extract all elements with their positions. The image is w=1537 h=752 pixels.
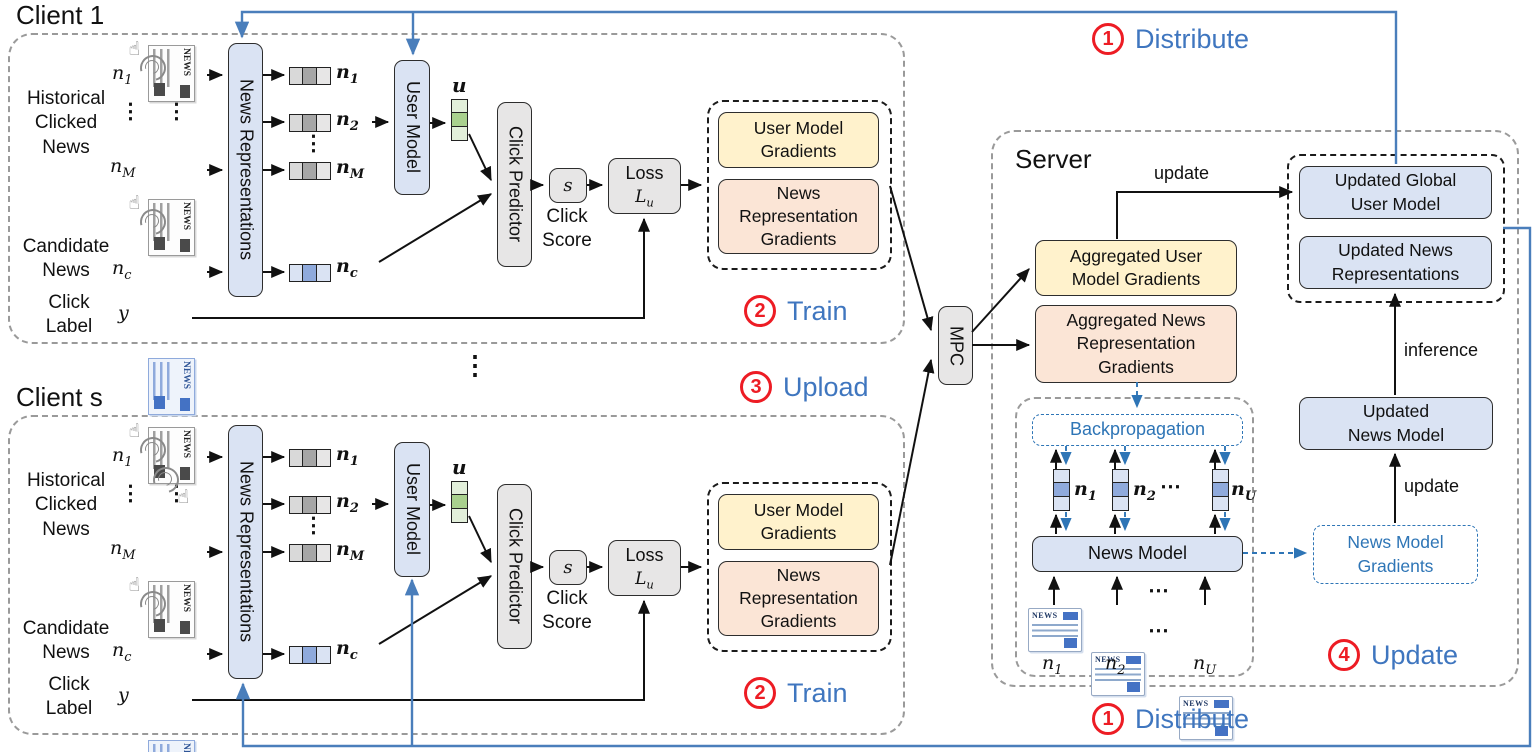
aggregated-news-representation-gradients-box: Aggregated News Representation Gradients (1035, 305, 1237, 383)
y-label: y (118, 302, 129, 324)
news-vector (288, 496, 332, 514)
u-label: u (452, 73, 467, 97)
clicked-news-icon: NEWS ☝ (128, 574, 195, 638)
u-label: u (452, 455, 467, 479)
arrow-ellipsis: ⋯ (1148, 579, 1170, 602)
y-label: y (118, 684, 129, 706)
n2-vector-label: n2 (336, 490, 359, 516)
click-predictor-box: Click Predictor (497, 484, 532, 649)
score-box: s (549, 168, 587, 203)
news-vector (288, 114, 332, 132)
news-banner-text: NEWS (181, 48, 191, 76)
inference-edge-label: inference (1404, 340, 1479, 360)
nc-input-label: nc (112, 639, 132, 665)
n2-vector-label: n2 (336, 108, 359, 134)
client-s-title: Client s (16, 382, 103, 412)
click-predictor-box: Click Predictor (497, 102, 532, 267)
historical-ellipsis: ⋮ (120, 482, 142, 505)
n2-icon-label: n2 (1105, 652, 1126, 678)
user-model-box: User Model (394, 442, 430, 577)
score-box: s (549, 550, 587, 585)
candidate-vector (288, 264, 332, 282)
news-icon: NEWS (1028, 608, 1082, 652)
nM-input-label: nM (110, 537, 136, 563)
loss-box: Loss Lu (608, 158, 681, 214)
mpc-box: MPC (938, 306, 973, 385)
n1-vector-label: n1 (1074, 478, 1097, 504)
update-news-edge-label: update (1404, 476, 1460, 496)
news-model-box: News Model (1032, 536, 1243, 572)
n1-icon-label: n1 (1042, 652, 1063, 678)
news-vector (288, 162, 332, 180)
backpropagation-box: Backpropagation (1032, 414, 1243, 446)
candidate-news-icon: NEWS (148, 740, 195, 752)
user-vector (451, 480, 468, 524)
nM-vector-label: nM (336, 156, 365, 182)
news-vector (1112, 468, 1129, 512)
nc-vector-label: nc (336, 255, 358, 281)
nM-vector-label: nM (336, 538, 365, 564)
loss-box: Loss Lu (608, 540, 681, 596)
vector-ellipsis: ⋮ (303, 132, 325, 155)
n1-input-label: n1 (112, 62, 133, 88)
n1-input-label: n1 (112, 444, 133, 470)
n2-vector-label: n2 (1133, 478, 1156, 504)
vector-ellipsis: ⋯ (1160, 475, 1182, 498)
news-banner-text: NEWS (1032, 611, 1058, 620)
nU-vector-label: nU (1231, 478, 1257, 504)
nc-vector-label: nc (336, 637, 358, 663)
news-vector (288, 67, 332, 85)
clients-ellipsis: ⋮ (462, 350, 489, 380)
news-vector (1212, 468, 1229, 512)
news-representations-box: News Representations (228, 425, 263, 679)
icon-ellipsis: ⋯ (1148, 619, 1170, 642)
nM-input-label: nM (110, 155, 136, 181)
client1-title: Client 1 (16, 0, 105, 30)
news-vector (288, 544, 332, 562)
clicked-news-icon: NEWS ☝ (128, 192, 195, 256)
news-representation-gradients-box: News Representation Gradients (718, 561, 879, 636)
clicked-news-icon: NEWS ☝ (128, 38, 195, 102)
user-model-box: User Model (394, 60, 430, 195)
candidate-news-icon: NEWS (148, 358, 195, 415)
historical-ellipsis: ⋮ (120, 100, 142, 123)
news-representation-gradients-box: News Representation Gradients (718, 179, 879, 254)
nU-icon-label: nU (1193, 652, 1217, 678)
server-title: Server (1015, 144, 1092, 174)
vector-ellipsis: ⋮ (303, 514, 325, 537)
news-vector (1053, 468, 1070, 512)
news-representations-box: News Representations (228, 43, 263, 297)
user-vector (451, 98, 468, 142)
nc-input-label: nc (112, 257, 132, 283)
update-user-edge-label: update (1154, 163, 1210, 183)
n1-vector-label: n1 (336, 443, 359, 469)
news-vector (288, 449, 332, 467)
tap-icon: ☝ (152, 466, 189, 508)
n1-vector-label: n1 (336, 61, 359, 87)
icon-ellipsis: ⋮ (166, 100, 188, 123)
candidate-vector (288, 646, 332, 664)
